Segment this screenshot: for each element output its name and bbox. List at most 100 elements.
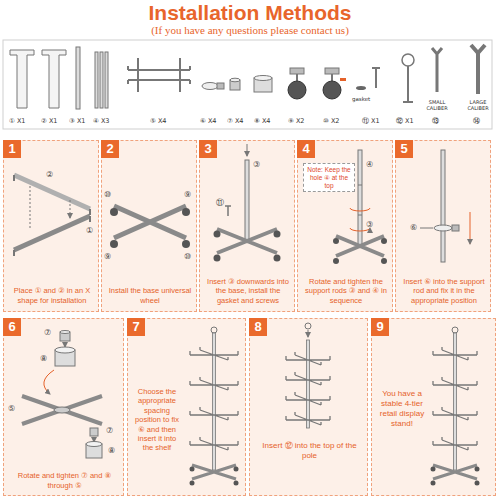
part-label: ③ X1: [69, 118, 85, 125]
large-wrench: [471, 45, 485, 94]
step-panel: 8Insert ⑫ into the top of the pole: [249, 318, 368, 496]
callout-number: ⑧: [108, 446, 115, 455]
callout-number: ④: [366, 160, 373, 169]
rod-part: [95, 52, 98, 108]
pole: [454, 333, 457, 470]
step-caption: Insert ③ downwards into the base, instal…: [204, 277, 292, 305]
rack-tiers: [190, 347, 238, 450]
base-cross: [336, 236, 384, 256]
brake-tab: [340, 78, 346, 81]
small-wrench: [432, 48, 442, 92]
panel-ground: [3, 318, 124, 496]
wheel: [214, 231, 221, 238]
step-number: 1: [3, 140, 21, 158]
callout-number: ⑪: [216, 198, 224, 207]
top-ring-stem: [403, 66, 413, 102]
callout-number: ③: [253, 160, 260, 169]
insert-arrow: [65, 342, 66, 347]
part-label: ⑭: [473, 118, 480, 125]
base-cross: [192, 465, 236, 479]
callout-number: ⑦: [106, 426, 113, 435]
callout-number: ⑩: [184, 252, 191, 261]
base-cross: [433, 465, 477, 479]
beam-ground: [14, 216, 90, 250]
cap-top: [254, 76, 272, 81]
screw-part: [372, 68, 380, 88]
part-label: ⑦ X4: [227, 118, 243, 125]
pole: [245, 160, 249, 241]
rod-part: [105, 52, 108, 108]
wheel: [431, 481, 436, 486]
callout-number: ⑨: [104, 252, 111, 261]
part-label: ⑬: [432, 118, 439, 125]
panel-ground: [371, 318, 496, 496]
caliber-label: SMALL CALIBER: [421, 100, 453, 112]
clamp-knob: [217, 83, 224, 89]
callout-number: ⑤: [8, 404, 15, 413]
insert-arrow: [247, 144, 248, 156]
callout-number: ③: [366, 220, 373, 229]
panel-ground: [127, 318, 246, 496]
wheel: [381, 238, 387, 244]
part-label: ⑪ X1: [362, 118, 380, 125]
wheel-stem: [296, 74, 298, 81]
callout-number: ⑩: [104, 190, 111, 199]
beam-part: [10, 50, 34, 108]
pole: [307, 340, 310, 428]
part-label: ② X1: [41, 118, 57, 125]
step-panel: 5Insert ⑥ into the support rod and fix i…: [395, 140, 491, 312]
part-label: ⑫ X1: [396, 118, 414, 125]
callout-number: ⑦: [44, 328, 51, 337]
insert-arrow: [308, 330, 309, 337]
wheel: [333, 238, 339, 244]
page-title: Installation Methods: [0, 1, 500, 25]
wheel: [234, 467, 239, 472]
wheel: [182, 208, 190, 216]
step-number: 7: [127, 318, 145, 336]
note-box: Note: Keep the hole ④ at the top: [303, 163, 355, 192]
step-caption: Place ① and ② in an X shape for installa…: [8, 286, 96, 305]
subtitle: (If you have any questions please contac…: [0, 24, 500, 37]
arm-cross: [22, 396, 102, 424]
panel-ground: [199, 140, 295, 312]
pole: [441, 150, 445, 262]
wheel: [182, 240, 190, 248]
part-label: ⑧ X4: [254, 118, 270, 125]
callout-number: ⑥: [410, 223, 417, 232]
parts-frame: [3, 40, 492, 129]
wheel: [475, 467, 480, 472]
step-panel: 3Insert ③ downwards into the base, insta…: [199, 140, 295, 312]
beam-part: [42, 50, 66, 108]
step-number: 6: [3, 318, 21, 336]
wheel: [214, 255, 221, 262]
bolt-top: [230, 78, 240, 82]
step-number: 8: [249, 318, 267, 336]
step-number: 3: [199, 140, 217, 158]
gasket-part: [356, 86, 366, 90]
base-cross: [217, 229, 277, 253]
wheel: [190, 481, 195, 486]
wheel-part: [288, 81, 306, 99]
panel-ground: [3, 140, 99, 312]
pole: [213, 333, 216, 470]
wheel-part: [323, 81, 341, 99]
step-caption: Insert ⑥ into the support rod and fix it…: [400, 277, 488, 305]
top-ring: [211, 327, 217, 333]
leader-line: [420, 228, 433, 229]
pole: [358, 150, 362, 246]
bolt: [90, 428, 98, 436]
wheel: [234, 481, 239, 486]
wheel-mount: [325, 68, 339, 74]
step-caption: Choose the appropriate spacing position …: [132, 387, 182, 453]
curved-arrow: [44, 370, 54, 394]
part-label: ⑨ X2: [288, 118, 304, 125]
top-ring: [305, 323, 311, 329]
step-caption: Rotate and tighten ⑦ and ⑧ through ⑤: [8, 471, 121, 490]
beam-legs: [14, 175, 90, 256]
callout-number: ①: [86, 226, 93, 235]
top-ring-part: [402, 54, 414, 66]
pole-part: [76, 47, 80, 109]
beam-lifted: [14, 175, 90, 209]
wheel: [475, 481, 480, 486]
note-text: Note: Keep the hole ④ at the top: [306, 166, 352, 189]
